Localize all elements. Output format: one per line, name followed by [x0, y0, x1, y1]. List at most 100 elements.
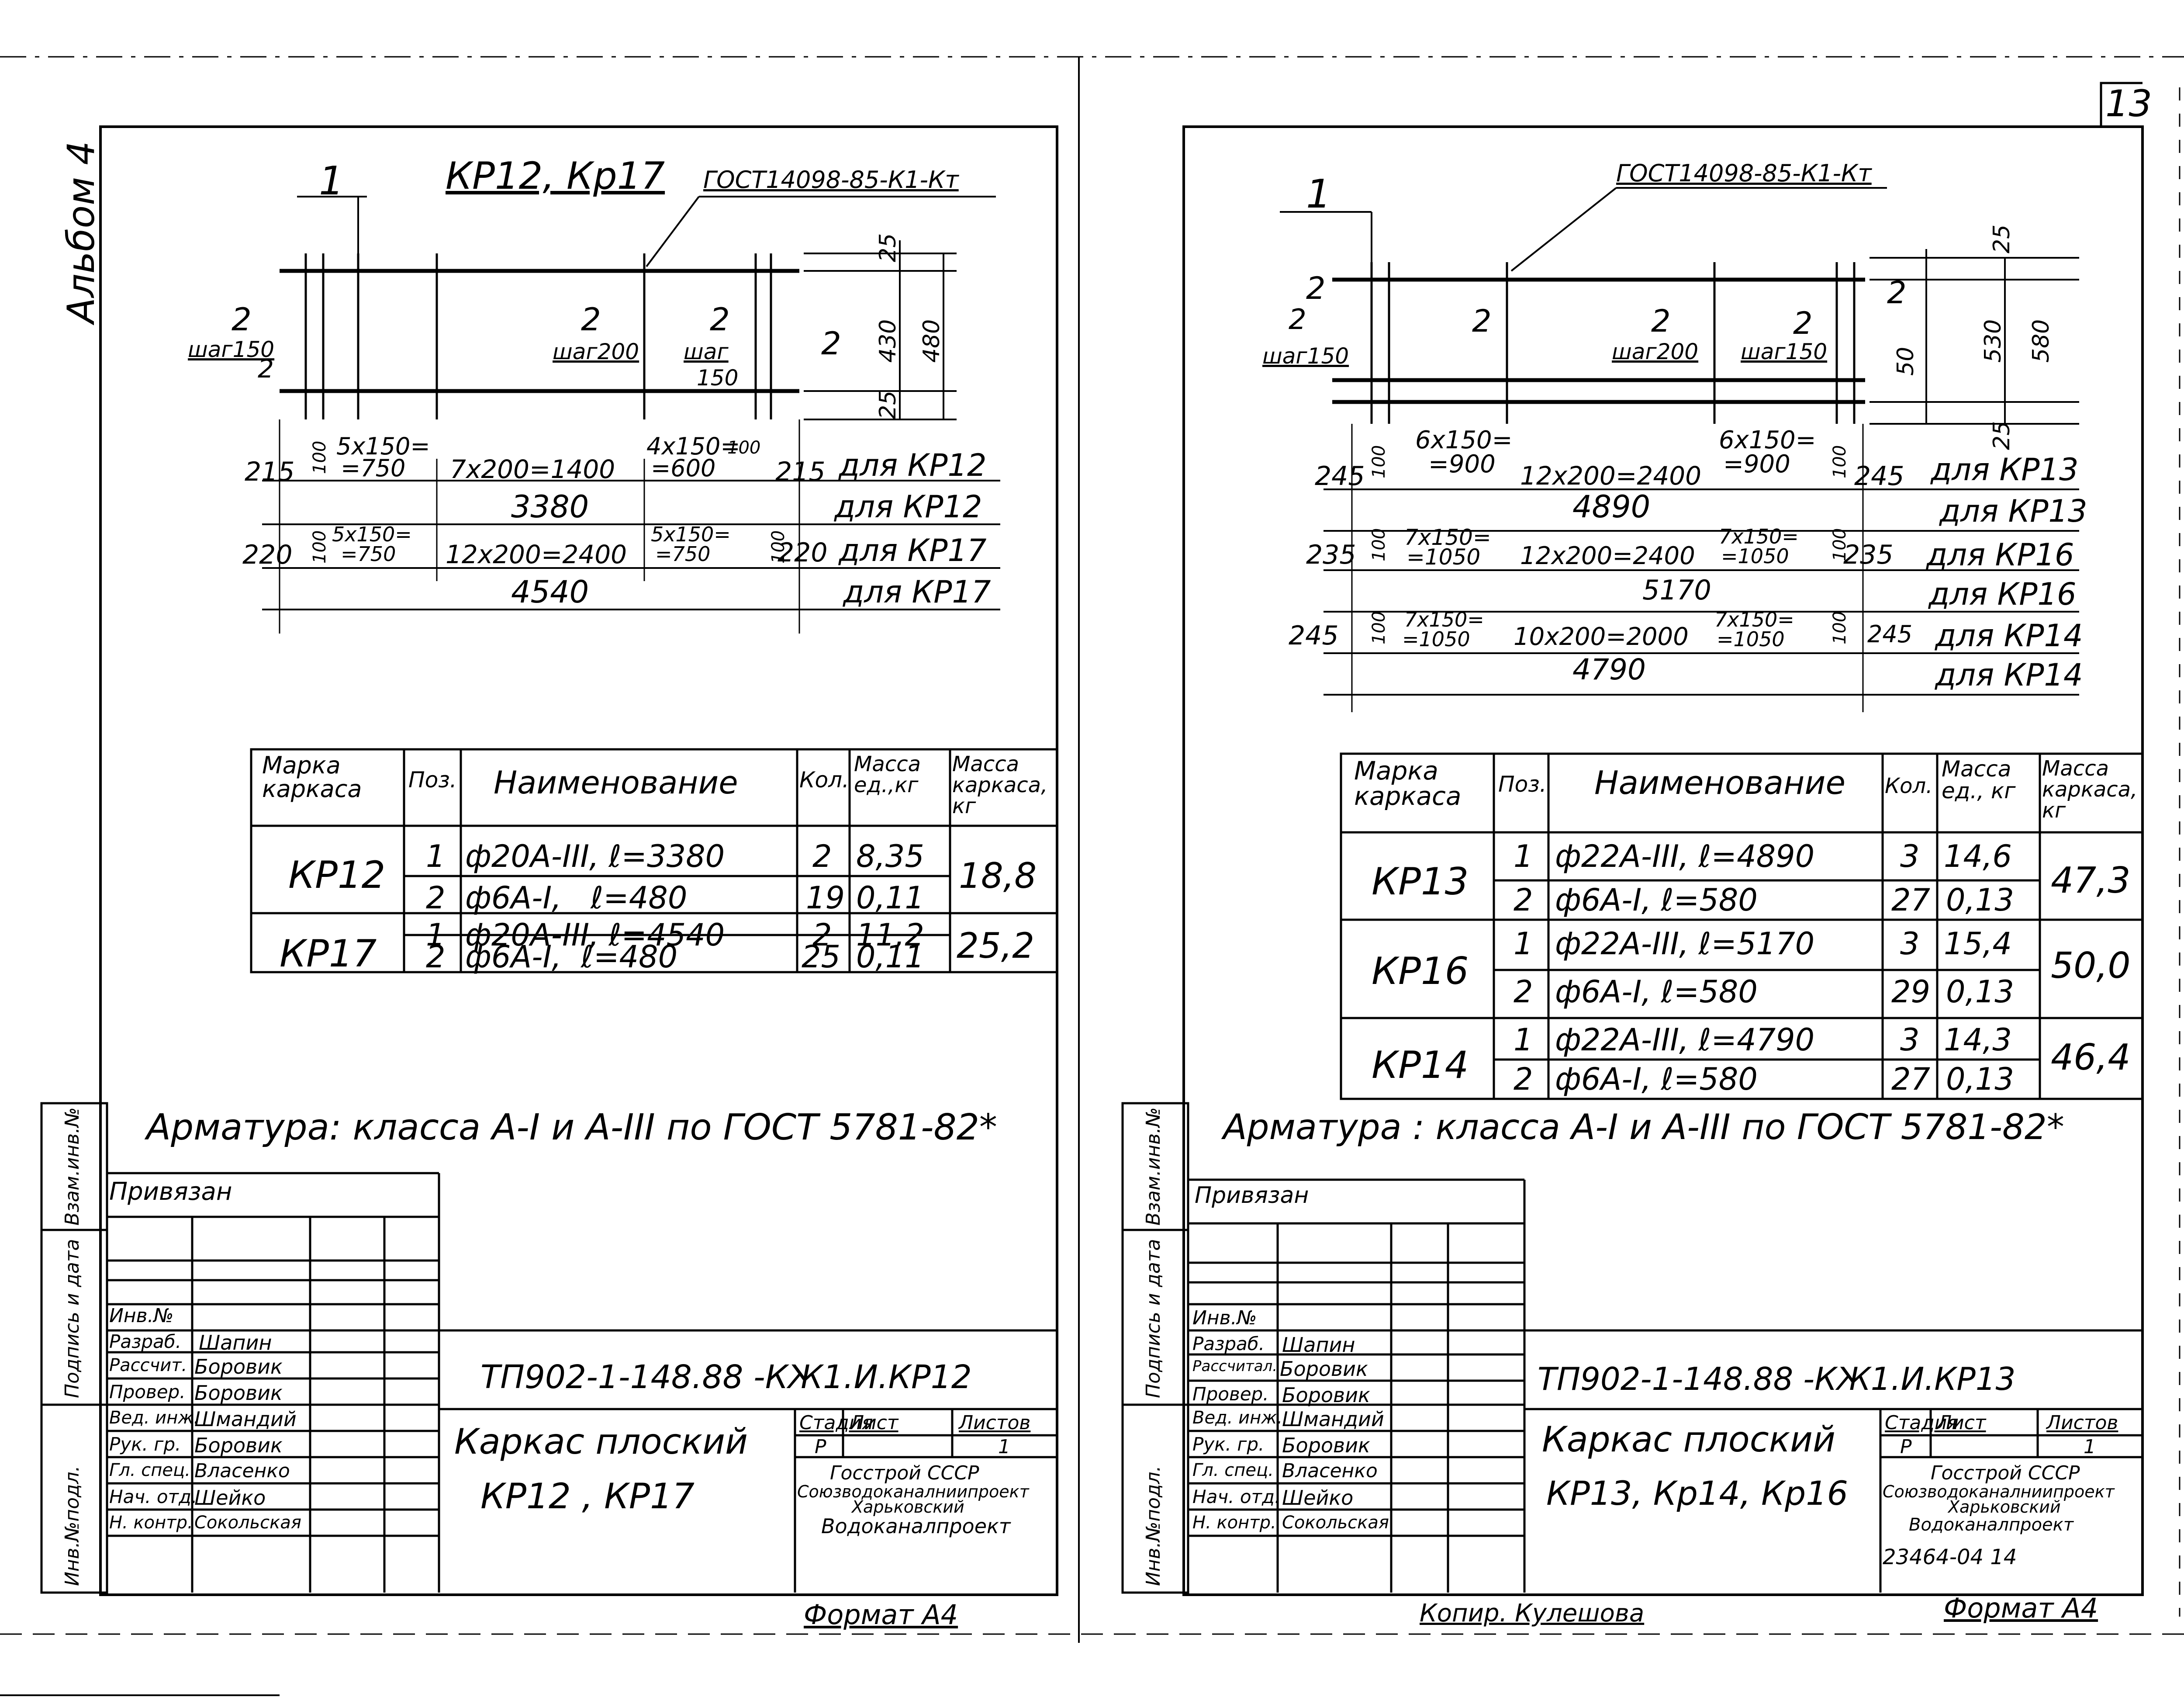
stamp-title: Каркас плоский	[1542, 1419, 1836, 1460]
table-header: Марка каркаса	[262, 752, 362, 803]
table-cell-total: 50,0	[2051, 945, 2131, 987]
svg-text:530: 530	[1980, 319, 2006, 363]
svg-text:100: 100	[1369, 528, 1389, 561]
left-spec-table-grid	[250, 748, 1058, 973]
right-stamp-grid	[1121, 1102, 2143, 1594]
table-header: Масса ед.,кг	[854, 752, 921, 797]
stamp-stage-header: Стадия	[799, 1412, 873, 1434]
table-cell-total: 18,8	[959, 855, 1037, 896]
stamp-role: Н. контр.	[1192, 1513, 1276, 1533]
dim-total: 4890	[1572, 489, 1651, 525]
svg-text:25: 25	[1989, 421, 2015, 450]
dim-value: 7х150=	[1404, 608, 1484, 631]
step-label: шаг150	[188, 337, 275, 362]
dim-note: для КР17	[839, 533, 987, 568]
table-header: Кол.	[1885, 774, 1933, 798]
stamp-role: Рук. гр.	[1192, 1434, 1265, 1455]
table-cell-qty: 3	[1900, 926, 1920, 962]
stamp-org: Харьковский	[852, 1497, 964, 1517]
table-cell-qty: 27	[1891, 882, 1931, 918]
dim-value: 215	[245, 457, 295, 487]
dim-value: 6х150=	[1719, 426, 1816, 454]
section-mark: 1	[1306, 171, 1331, 217]
format-label: Формат А4	[1944, 1592, 2098, 1624]
page-number: 13	[2105, 82, 2152, 125]
bar-pos-label: 2	[1793, 305, 1813, 341]
table-cell-mass: 8,35	[856, 838, 924, 874]
stamp-sheet-header: Лист	[850, 1412, 898, 1434]
stamp-name: Боровик	[1280, 1357, 1368, 1381]
svg-text:430: 430	[875, 319, 901, 363]
stamp-org: Водоканалпроект	[1909, 1515, 2074, 1535]
side-label-vzam: Взам.инв.№	[61, 1107, 83, 1226]
table-header: Наименование	[494, 764, 738, 801]
table-cell-pos: 2	[426, 880, 446, 916]
dim-value: =900	[1428, 450, 1496, 478]
svg-text:480: 480	[919, 319, 945, 363]
svg-text:25: 25	[1989, 225, 2015, 253]
svg-text:100: 100	[1830, 445, 1850, 478]
stamp-role: Гл. спец.	[1192, 1460, 1274, 1480]
stamp-privyazan: Привязан	[109, 1178, 232, 1206]
dim-value: 6х150=	[1415, 426, 1513, 454]
left-stamp-grid	[40, 1102, 1057, 1594]
table-cell-name: ф20А-III, ℓ=4540	[465, 917, 725, 953]
stamp-role: Разраб.	[109, 1331, 182, 1352]
dim-value: =900	[1723, 450, 1790, 478]
stamp-sheets-header: Листов	[2046, 1412, 2118, 1434]
dim-value: 100	[727, 438, 761, 458]
table-cell-name: ф22А-III, ℓ=4890	[1555, 838, 1815, 874]
bar-pos-label: 2	[232, 301, 252, 338]
dim-value: 12х200=2400	[1520, 461, 1702, 491]
side-label-podpis: Подпись и дата	[1142, 1239, 1165, 1398]
table-cell-mark: КР16	[1372, 949, 1469, 993]
svg-text:100: 100	[1369, 445, 1389, 478]
right-spec-table-grid	[1340, 752, 2144, 1100]
dim-value: 245	[1289, 620, 1339, 651]
stamp-role: Рассчитал.	[1192, 1358, 1278, 1375]
dim-value: 215	[775, 457, 826, 487]
bar-pos-label: 2	[258, 354, 274, 384]
gost-ref: ГОСТ14098-85-К1-Кт	[1616, 159, 1872, 187]
dim-value: 7х150=	[1714, 608, 1794, 631]
dim-note: для КР16	[1928, 576, 2077, 612]
right-side-labels: Взам.инв.№ Подпись и дата Инв.№подл.	[1142, 1107, 1165, 1586]
stamp-role: Провер.	[109, 1381, 186, 1403]
gost-ref: ГОСТ14098-85-К1-Кт	[703, 166, 959, 194]
copied-by: Копир. Кулешова	[1420, 1599, 1645, 1628]
stamp-role: Вед. инж.	[109, 1408, 200, 1428]
stamp-sheets-header: Листов	[959, 1412, 1031, 1434]
page-number-box	[2100, 82, 2143, 127]
stamp-name: Сокольская	[194, 1513, 301, 1533]
stamp-sheets: 1	[998, 1436, 1010, 1458]
table-cell-name: ф6А-I, ℓ=580	[1555, 882, 1758, 918]
stamp-org: Водоканалпроект	[821, 1514, 1011, 1538]
stamp-name: Власенко	[194, 1460, 290, 1482]
stamp-sheets: 1	[2084, 1436, 2096, 1458]
dim-value: =1050	[1402, 627, 1470, 651]
stamp-stage: Р	[1900, 1436, 1912, 1458]
section-mark: 1	[319, 158, 344, 204]
table-cell-mark: КР17	[280, 932, 377, 976]
side-label-vzam: Взам.инв.№	[1142, 1107, 1165, 1226]
stamp-title-marks: КР13, Кр14, Кр16	[1546, 1474, 1848, 1513]
svg-text:100: 100	[1830, 528, 1850, 561]
table-cell-qty: 25	[802, 939, 841, 975]
table-cell-qty: 29	[1891, 974, 1931, 1010]
dim-note: для КР14	[1935, 657, 2083, 693]
stamp-role: Провер.	[1192, 1383, 1269, 1405]
left-vertical-dims: 25 430 480 25 100 100 100	[310, 233, 945, 564]
reinforcement-note: Арматура: класса А-I и А-III по ГОСТ 578…	[146, 1107, 997, 1148]
stamp-role: Нач. отд.	[1192, 1486, 1281, 1507]
stamp-org: Союзводоканалниипроект	[1883, 1482, 2115, 1501]
table-cell-qty: 2	[812, 838, 832, 874]
dim-value: 245	[1315, 461, 1365, 492]
stamp-name: Шейко	[194, 1486, 266, 1510]
table-cell-mass: 15,4	[1944, 926, 2012, 962]
stamp-title-marks: КР12 , КР17	[480, 1476, 695, 1517]
table-cell-qty: 3	[1900, 838, 1920, 874]
step-label: шаг200	[553, 339, 639, 364]
stamp-stage: Р	[815, 1436, 826, 1458]
svg-text:100: 100	[768, 530, 788, 564]
